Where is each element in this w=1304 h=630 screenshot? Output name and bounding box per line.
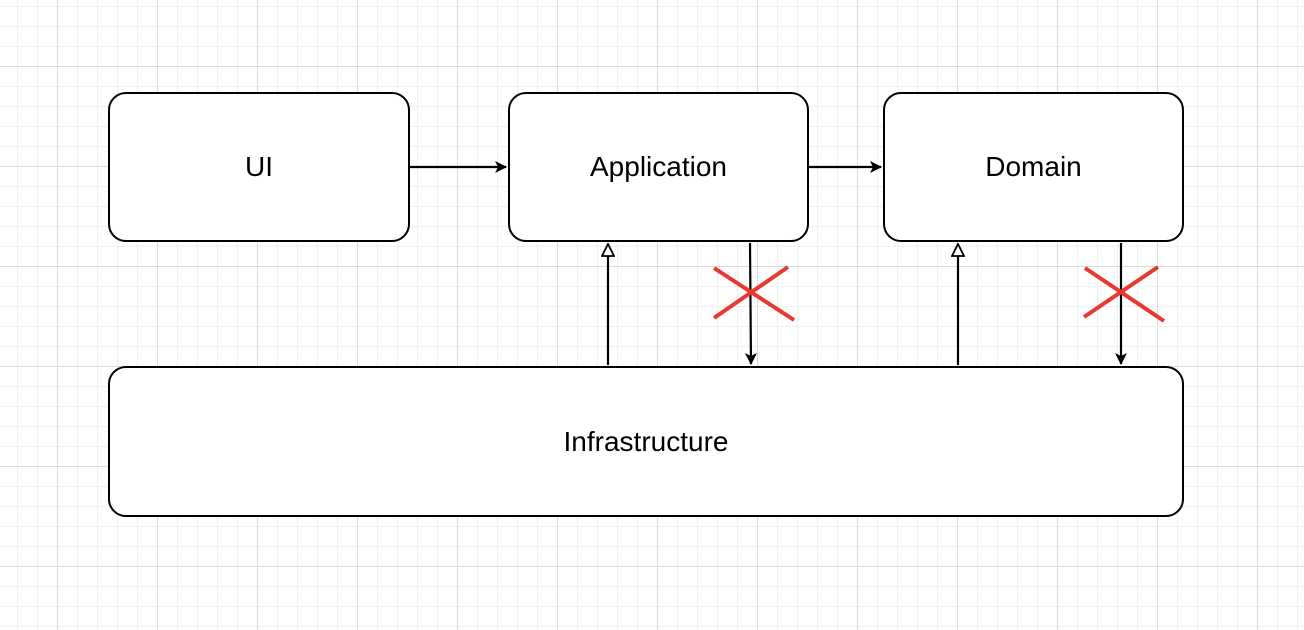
forbidden-cross-icon [1082, 265, 1166, 323]
node-domain-label: Domain [985, 151, 1082, 182]
node-application[interactable]: Application [508, 92, 809, 242]
forbidden-cross-icon [712, 265, 796, 322]
node-ui-label: UI [245, 151, 273, 182]
node-domain[interactable]: Domain [883, 92, 1184, 242]
edge-application-to-infrastructure[interactable] [744, 242, 757, 365]
node-infrastructure[interactable]: Infrastructure [108, 366, 1184, 517]
node-infrastructure-label: Infrastructure [563, 425, 729, 457]
node-application-label: Application [590, 151, 727, 182]
node-ui[interactable]: UI [108, 92, 410, 242]
